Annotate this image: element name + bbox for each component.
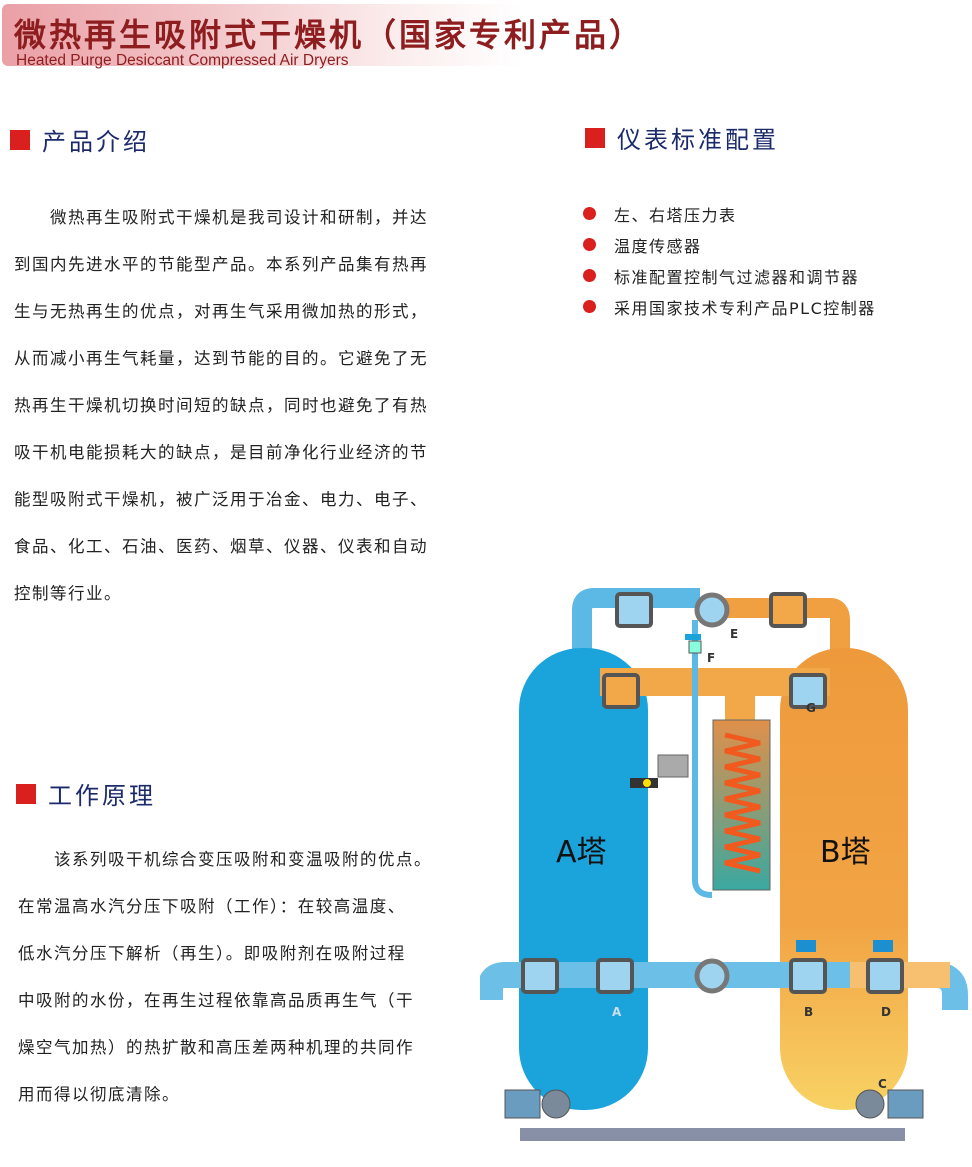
label-a: A (612, 1005, 622, 1019)
base-bar (520, 1128, 905, 1141)
intro-line: 控制等行业。 (14, 584, 122, 603)
top-pipe-blue (572, 588, 700, 690)
heading-square-icon (10, 129, 30, 150)
instruments-heading: 仪表标准配置 (585, 120, 779, 155)
principle-heading-text: 工作原理 (48, 782, 156, 810)
pressure-gauge-icon (657, 754, 689, 778)
bullet-icon (583, 238, 596, 251)
list-item-text: 左、右塔压力表 (614, 205, 737, 225)
check-valve-e-icon (694, 592, 730, 628)
valve-f-icon (685, 634, 701, 640)
principle-line: 在常温高水汽分压下吸附（工作）：在较高温度、 (18, 897, 406, 916)
intro-heading: 产品介绍 (10, 122, 150, 157)
list-item: 温度传感器 (583, 229, 876, 260)
intro-line: 热再生干燥机切换时间短的缺点，同时也避免了有热 (14, 396, 428, 415)
bullet-icon (583, 300, 596, 313)
list-item-text: 标准配置控制气过滤器和调节器 (614, 267, 860, 287)
intro-heading-text: 产品介绍 (42, 128, 150, 156)
intro-line: 食品、化工、石油、医药、烟草、仪器、仪表和自动 (14, 537, 428, 556)
bullet-icon (583, 269, 596, 282)
principle-heading: 工作原理 (16, 776, 156, 811)
intro-line: 到国内先进水平的节能型产品。本系列产品集有热再 (14, 255, 428, 274)
label-e: E (730, 627, 738, 641)
title-banner: 微热再生吸附式干燥机（国家专利产品） Heated Purge Desiccan… (2, 4, 641, 69)
heater-coil-icon (724, 732, 761, 874)
page-subtitle: Heated Purge Desiccant Compressed Air Dr… (16, 52, 349, 69)
principle-line: 燥空气加热）的热扩散和高压差两种机理的共同作 (18, 1038, 414, 1057)
instruments-heading-text: 仪表标准配置 (617, 126, 779, 154)
instruments-list: 左、右塔压力表 温度传感器 标准配置控制气过滤器和调节器 采用国家技术专利产品P… (583, 198, 876, 322)
top-pipe-orange (700, 598, 850, 690)
dryer-diagram: A塔 B塔 E F G A B D C (480, 588, 968, 1141)
silencer-b-icon (887, 1089, 924, 1119)
list-item-text: 温度传感器 (614, 236, 702, 256)
list-item: 标准配置控制气过滤器和调节器 (583, 260, 876, 291)
intro-line: 吸干机电能损耗大的缺点，是目前净化行业经济的节 (14, 443, 428, 462)
principle-paragraph: 该系列吸干机综合变压吸附和变温吸附的优点。 在常温高水汽分压下吸附（工作）：在较… (18, 836, 432, 1118)
intro-line: 生与无热再生的优点，对再生气采用微加热的形式， (14, 302, 428, 321)
heading-square-icon (16, 783, 36, 804)
intro-line: 从而减小再生气耗量，达到节能的目的。它避免了无 (14, 349, 428, 368)
list-item: 采用国家技术专利产品PLC控制器 (583, 291, 876, 322)
principle-line: 低水汽分压下解析（再生）。即吸附剂在吸附过程 (18, 944, 406, 963)
label-g: G (806, 701, 816, 715)
principle-line: 中吸附的水份，在再生过程依靠高品质再生气（干 (18, 991, 414, 1010)
bullet-icon (583, 207, 596, 220)
tower-a-label: A塔 (556, 835, 607, 870)
silencer-a-icon (504, 1089, 541, 1119)
principle-line: 该系列吸干机综合变压吸附和变温吸附的优点。 (18, 850, 432, 869)
label-f: F (707, 651, 715, 665)
tower-b-label: B塔 (820, 835, 871, 870)
tower-b (780, 648, 908, 1110)
page-title: 微热再生吸附式干燥机（国家专利产品） (14, 16, 645, 54)
intro-paragraph: 微热再生吸附式干燥机是我司设计和研制，并达 到国内先进水平的节能型产品。本系列产… (14, 194, 428, 617)
principle-line: 用而得以彻底清除。 (18, 1085, 180, 1104)
label-c: C (878, 1077, 887, 1091)
intro-line: 微热再生吸附式干燥机是我司设计和研制，并达 (14, 208, 428, 227)
check-valve-icon (694, 958, 730, 994)
heading-square-icon (585, 127, 605, 148)
valve-icons (521, 592, 904, 994)
list-item-text: 采用国家技术专利产品PLC控制器 (614, 298, 876, 318)
list-item: 左、右塔压力表 (583, 198, 876, 229)
intro-line: 能型吸附式干燥机，被广泛用于冶金、电力、电子、 (14, 490, 428, 509)
tower-a (519, 648, 648, 1110)
label-d: D (881, 1005, 891, 1019)
label-b: B (804, 1005, 813, 1019)
